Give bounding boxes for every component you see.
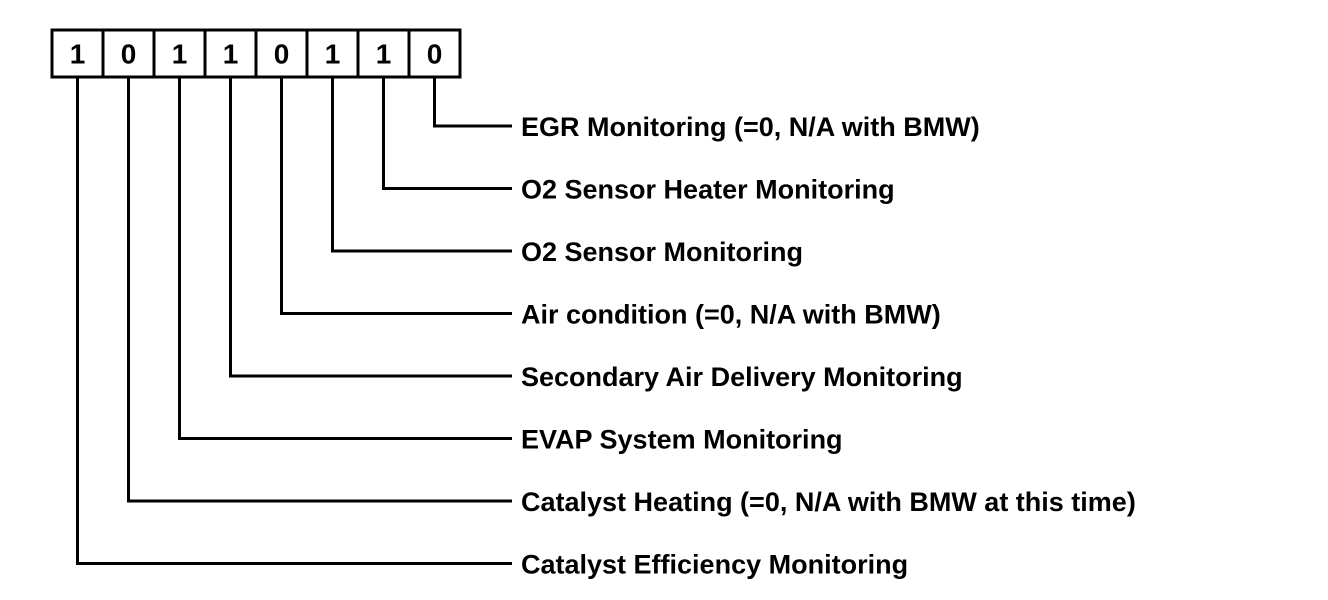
bit-value: 0 — [121, 39, 137, 70]
connector-line — [280, 77, 512, 315]
connector-line — [433, 77, 512, 128]
bit-labels: EGR Monitoring (=0, N/A with BMW) O2 Sens… — [521, 112, 1136, 580]
bit-value: 1 — [325, 39, 341, 70]
bit-value: 1 — [70, 39, 86, 70]
bit-label: O2 Sensor Heater Monitoring — [521, 175, 895, 205]
bit-label: Secondary Air Delivery Monitoring — [521, 362, 963, 392]
bit-value: 1 — [223, 39, 239, 70]
connector-line — [382, 77, 512, 190]
connector-line — [229, 77, 512, 378]
bit-value: 0 — [274, 39, 290, 70]
bit-label: Air condition (=0, N/A with BMW) — [521, 300, 941, 330]
bit-cells: 1 0 1 1 0 1 1 0 — [50, 28, 462, 79]
bit-label: Catalyst Heating (=0, N/A with BMW at th… — [521, 487, 1136, 517]
bit-value: 1 — [172, 39, 188, 70]
bit-label: Catalyst Efficiency Monitoring — [521, 550, 908, 580]
connector-line — [178, 77, 512, 440]
connector-lines — [76, 77, 512, 565]
connector-line — [331, 77, 512, 253]
connector-line — [127, 77, 512, 503]
bit-value: 0 — [427, 39, 443, 70]
bit-label: EVAP System Monitoring — [521, 425, 843, 455]
bit-label: EGR Monitoring (=0, N/A with BMW) — [521, 112, 980, 142]
bit-label: O2 Sensor Monitoring — [521, 237, 803, 267]
bit-value: 1 — [376, 39, 392, 70]
connector-line — [76, 77, 512, 565]
